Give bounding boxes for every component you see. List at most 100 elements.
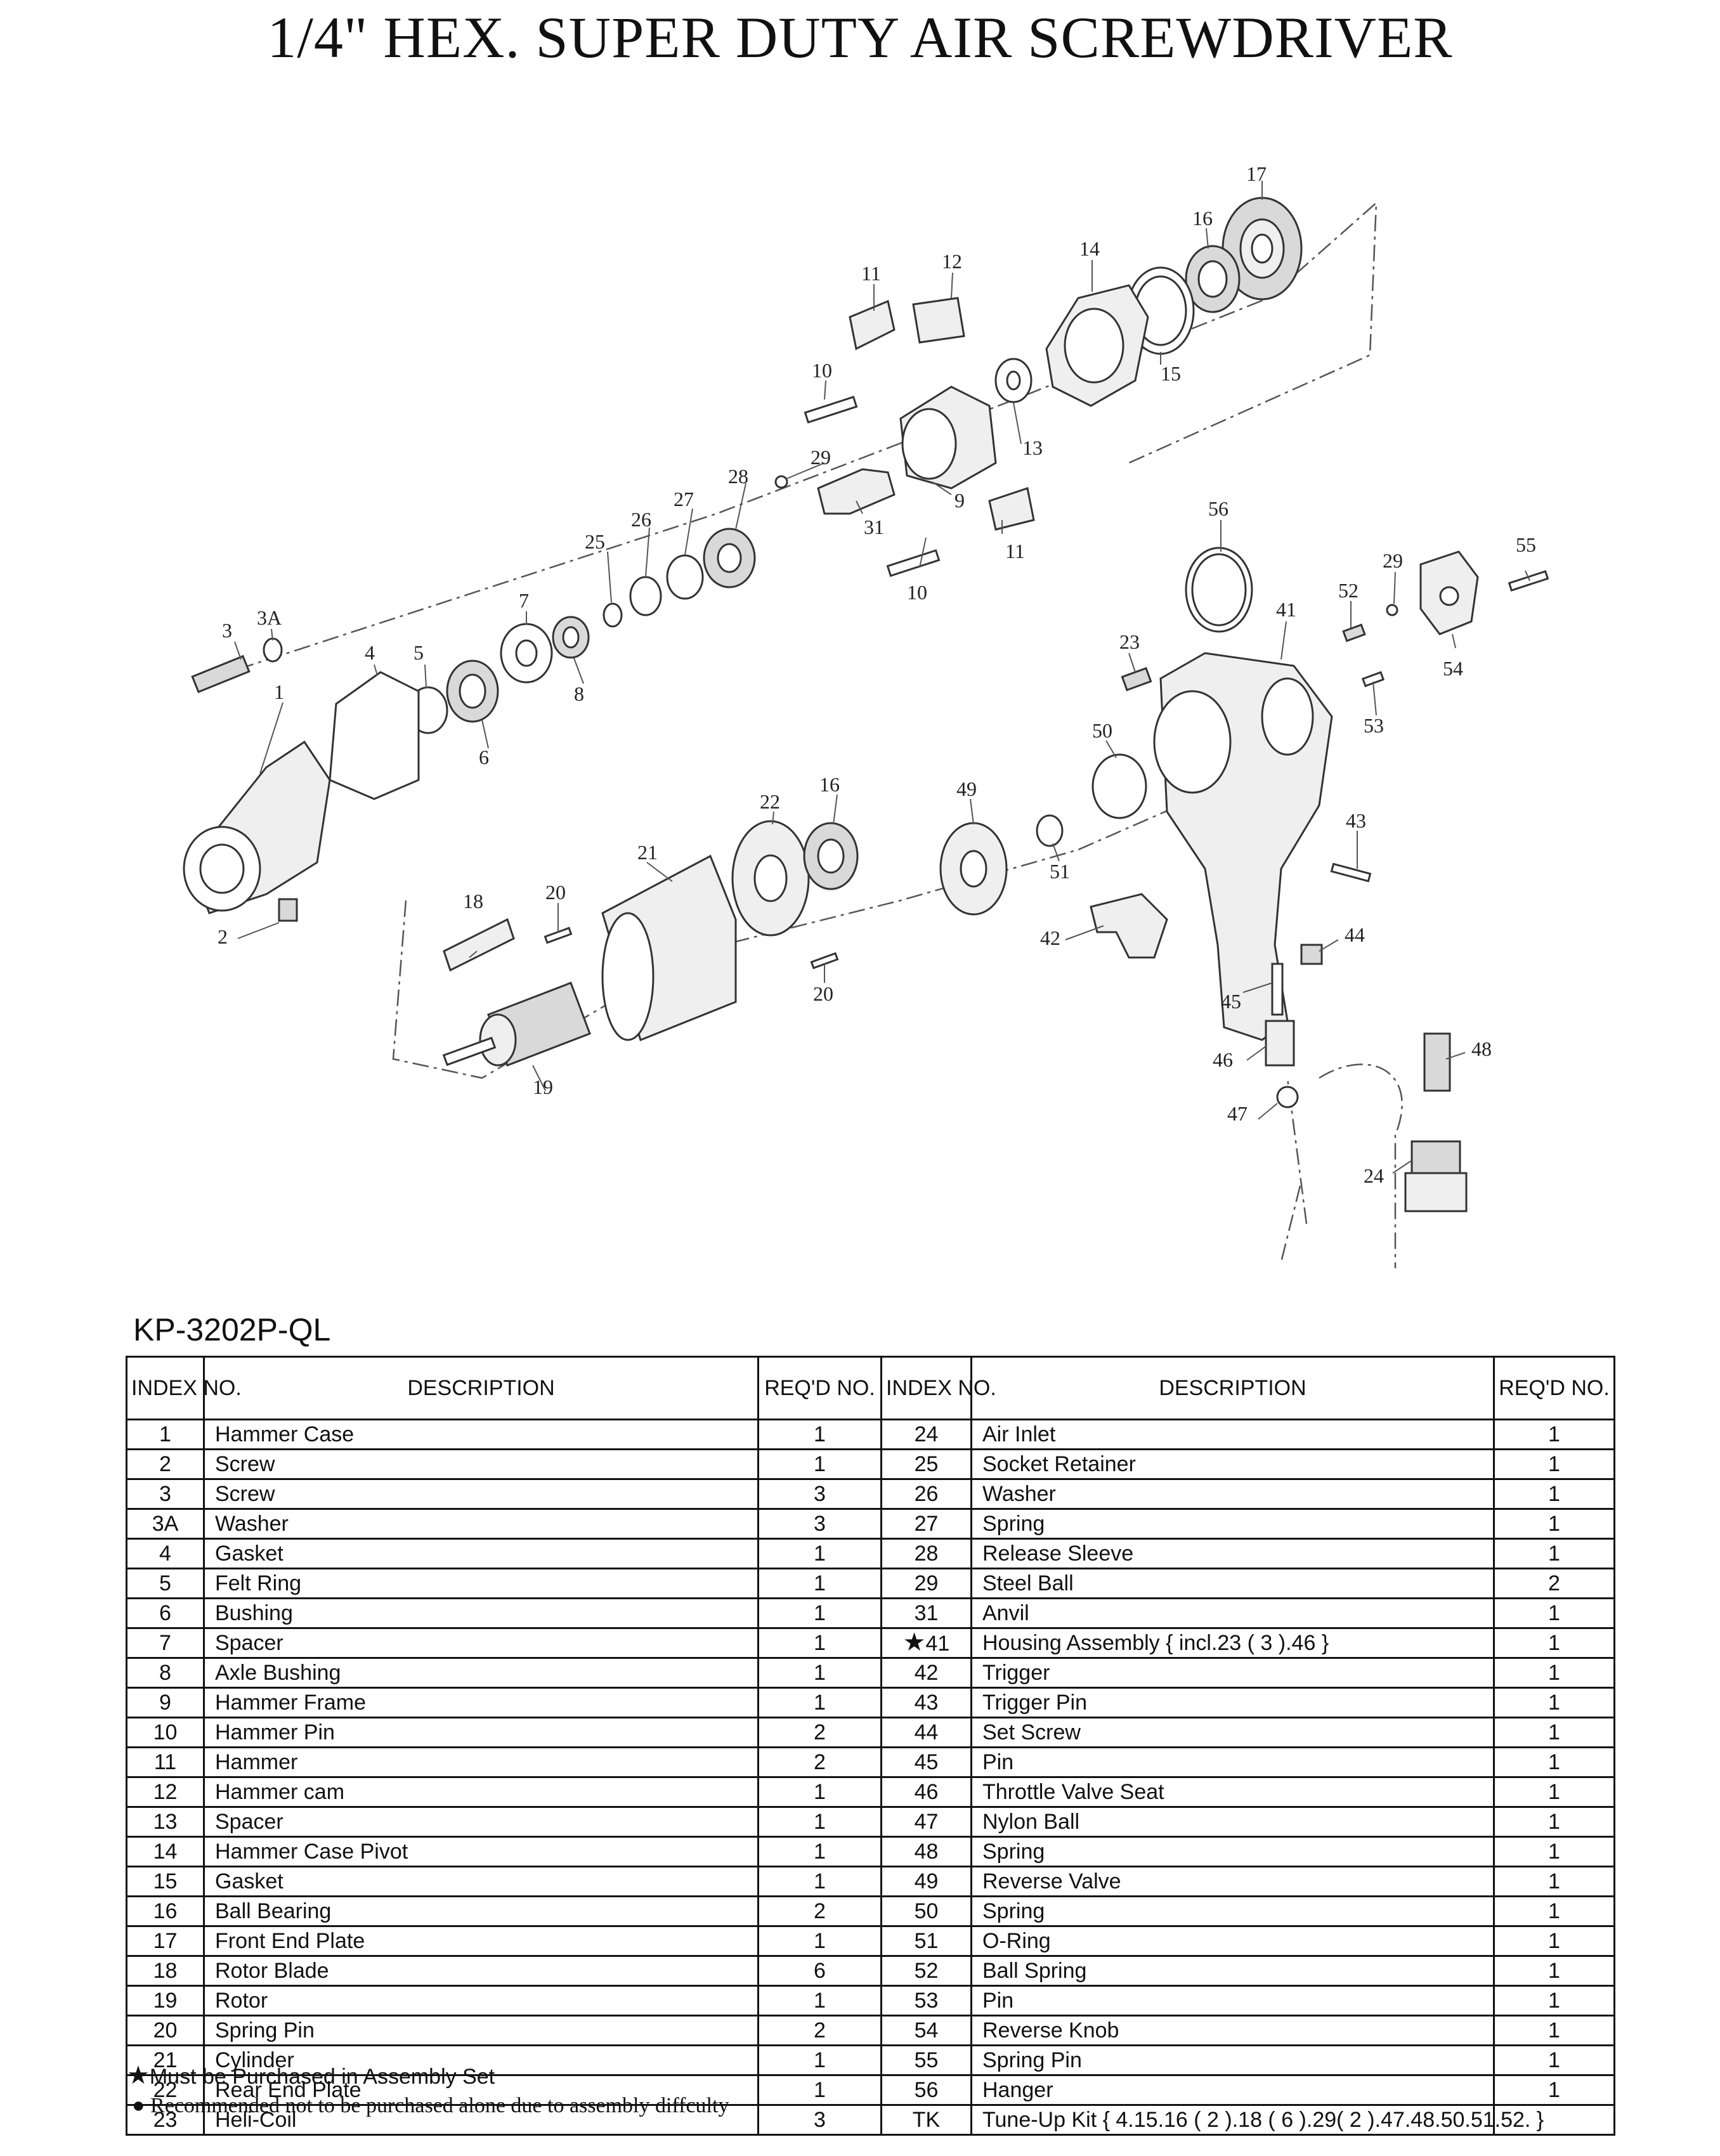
release-sleeve (703, 528, 756, 588)
part-index: 16 (126, 1895, 205, 1927)
part-index: 49 (880, 1866, 972, 1897)
part-description: Nylon Ball (970, 1806, 1495, 1838)
header-index-right: INDEX NO. (880, 1356, 996, 1420)
part-qty: 1 (757, 1806, 882, 1838)
part-qty: 1 (1493, 1687, 1615, 1718)
part-description: O-Ring (970, 1925, 1495, 1957)
part-qty: 1 (757, 1776, 882, 1808)
part-index-value: 43 (914, 1691, 939, 1715)
part-index: 28 (880, 1538, 972, 1569)
part-description: Axle Bushing (203, 1657, 759, 1689)
part-index: 43 (880, 1687, 972, 1718)
part-index: 19 (126, 1985, 205, 2016)
part-qty: 1 (757, 1538, 882, 1569)
part-description: Felt Ring (203, 1568, 759, 1599)
part-index: 24 (880, 1419, 972, 1450)
callout-52: 52 (1338, 579, 1358, 602)
part-qty: 1 (1493, 2044, 1615, 2076)
part-index: 31 (880, 1597, 972, 1629)
hammer-pin-lower (886, 549, 941, 577)
part-description: Hammer Frame (203, 1687, 759, 1718)
callout-49: 49 (956, 777, 977, 800)
part-index: 11 (126, 1746, 205, 1778)
part-index-value: 56 (914, 2078, 939, 2102)
pin-53 (1361, 671, 1385, 687)
header-reqd-left: REQ'D NO. (757, 1356, 882, 1420)
callout-29b: 29 (1383, 549, 1403, 572)
callout-22: 22 (760, 790, 780, 813)
part-index-value: 53 (914, 1989, 939, 2013)
part-index: 26 (880, 1478, 972, 1510)
part-index-value: 45 (914, 1750, 939, 1774)
part-qty: 1 (757, 1687, 882, 1718)
part-description: Trigger (970, 1657, 1495, 1689)
callout-1: 1 (274, 680, 284, 703)
callout-13: 13 (1022, 436, 1043, 459)
part-description: Spacer (203, 1806, 759, 1838)
trigger (1090, 893, 1168, 959)
callout-18: 18 (463, 890, 483, 912)
pin-45 (1271, 963, 1284, 1016)
part-index: 55 (880, 2044, 972, 2076)
part-description: Socket Retainer (970, 1448, 1495, 1480)
part-index: 29 (880, 1568, 972, 1599)
part-qty: 1 (757, 2074, 882, 2106)
part-qty: 1 (757, 1448, 882, 1480)
part-description: Screw (203, 1478, 759, 1510)
callout-11b: 11 (1005, 540, 1025, 562)
ball-bearing-lower (803, 822, 859, 890)
part-index-value: 55 (914, 2048, 939, 2072)
spring-50 (1091, 753, 1147, 819)
part-index-value: 51 (914, 1929, 939, 1953)
part-qty: 2 (1493, 1568, 1615, 1599)
part-description: Tune-Up Kit { 4.15.16 ( 2 ).18 ( 6 ).29(… (970, 2104, 1544, 2136)
o-ring (1036, 814, 1064, 847)
part-index: 7 (126, 1627, 205, 1659)
part-index: 18 (126, 1955, 205, 1987)
callout-16b: 16 (819, 773, 840, 796)
callout-12: 12 (942, 250, 962, 273)
table-header-row: INDEX NO. DESCRIPTION REQ'D NO. INDEX NO… (126, 1356, 1615, 1420)
inlet-axis (1280, 1063, 1403, 1268)
part-description: Hammer Case Pivot (203, 1836, 759, 1867)
part-description: Bushing (203, 1597, 759, 1629)
callout-43: 43 (1346, 809, 1366, 832)
part-index: 21 (126, 2044, 205, 2076)
callout-3a: 3A (257, 606, 282, 629)
callout-24: 24 (1364, 1164, 1384, 1187)
nylon-ball (1276, 1086, 1299, 1108)
callout-10: 10 (812, 359, 832, 382)
part-index: 17 (126, 1925, 205, 1957)
socket-retainer (603, 602, 623, 628)
part-description: Anvil (970, 1597, 1495, 1629)
part-index: 14 (126, 1836, 205, 1867)
callout-17: 17 (1246, 162, 1267, 185)
part-qty: 1 (757, 1627, 882, 1659)
callout-50: 50 (1092, 719, 1112, 742)
part-qty: 3 (757, 1478, 882, 1510)
spring-27 (666, 554, 704, 600)
part-index-value: 31 (914, 1601, 939, 1625)
part-qty: 1 (1493, 1717, 1615, 1748)
part-index: 44 (880, 1717, 972, 1748)
assembly-set-note-text: Must be Purchased in Assembly Set (149, 2065, 495, 2089)
part-description: Spacer (203, 1627, 759, 1659)
part-qty: 1 (1493, 1776, 1615, 1808)
part-index: 56 (880, 2074, 972, 2106)
assembly-difficulty-note: ● Recommended not to be purchased alone … (132, 2094, 729, 2118)
part-index: 3A (126, 1508, 205, 1540)
part-qty: 1 (1493, 1985, 1615, 2016)
reverse-knob (1419, 550, 1479, 635)
part-qty: 2 (757, 2015, 882, 2046)
part-description: Cylinder (203, 2044, 759, 2076)
rotor (442, 982, 591, 1067)
